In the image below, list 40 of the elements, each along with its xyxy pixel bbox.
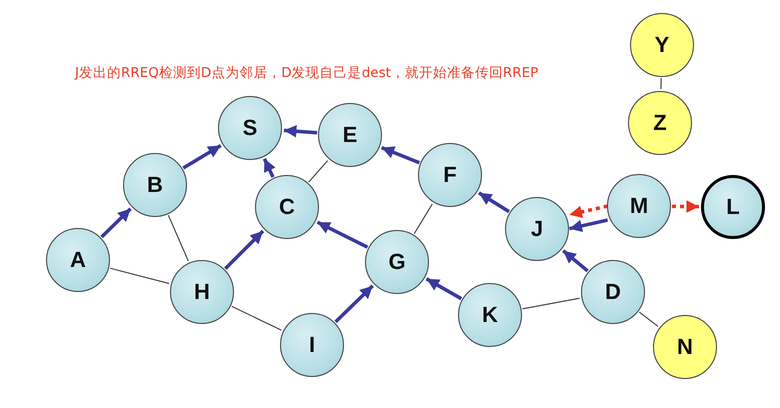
node-circle: M [607,174,671,238]
arrow [380,146,420,164]
link-line [308,160,328,183]
node-circle: H [170,260,234,324]
node-circle: S [218,96,282,160]
node-circle: A [46,228,110,292]
arrow [284,124,318,138]
node-circle: N [653,315,717,379]
node-circle: E [318,103,382,167]
link-line [110,268,170,284]
arrow [562,249,589,272]
node-circle: J [505,197,569,261]
node-circle: G [365,230,429,294]
arrow [569,218,608,232]
arrow [478,191,510,214]
node-circle: B [123,153,187,217]
node-circle: C [255,175,319,239]
arrow [426,277,462,300]
node-circle: K [458,283,522,347]
arrow [316,220,368,249]
arrow [672,200,700,213]
node-circle: I [280,313,344,377]
node-circle: F [418,143,482,207]
node-circle: Y [630,13,694,77]
note-text: J发出的RREQ检测到D点为邻居，D发现自己是dest，就开始准备传回RREP [75,64,538,82]
node-circle: L [701,175,765,239]
arrow [262,158,276,178]
link-line [168,214,189,262]
link-line [414,204,433,234]
link-line [660,78,662,90]
node-circle: Z [628,91,692,155]
node-circle: D [581,260,645,324]
arrow [224,230,264,270]
arrow [100,207,132,238]
link-line [231,306,282,331]
link-line [522,298,580,310]
arrow [182,144,222,170]
arrow [334,284,374,324]
arrow [569,204,608,218]
link-line [638,312,658,327]
